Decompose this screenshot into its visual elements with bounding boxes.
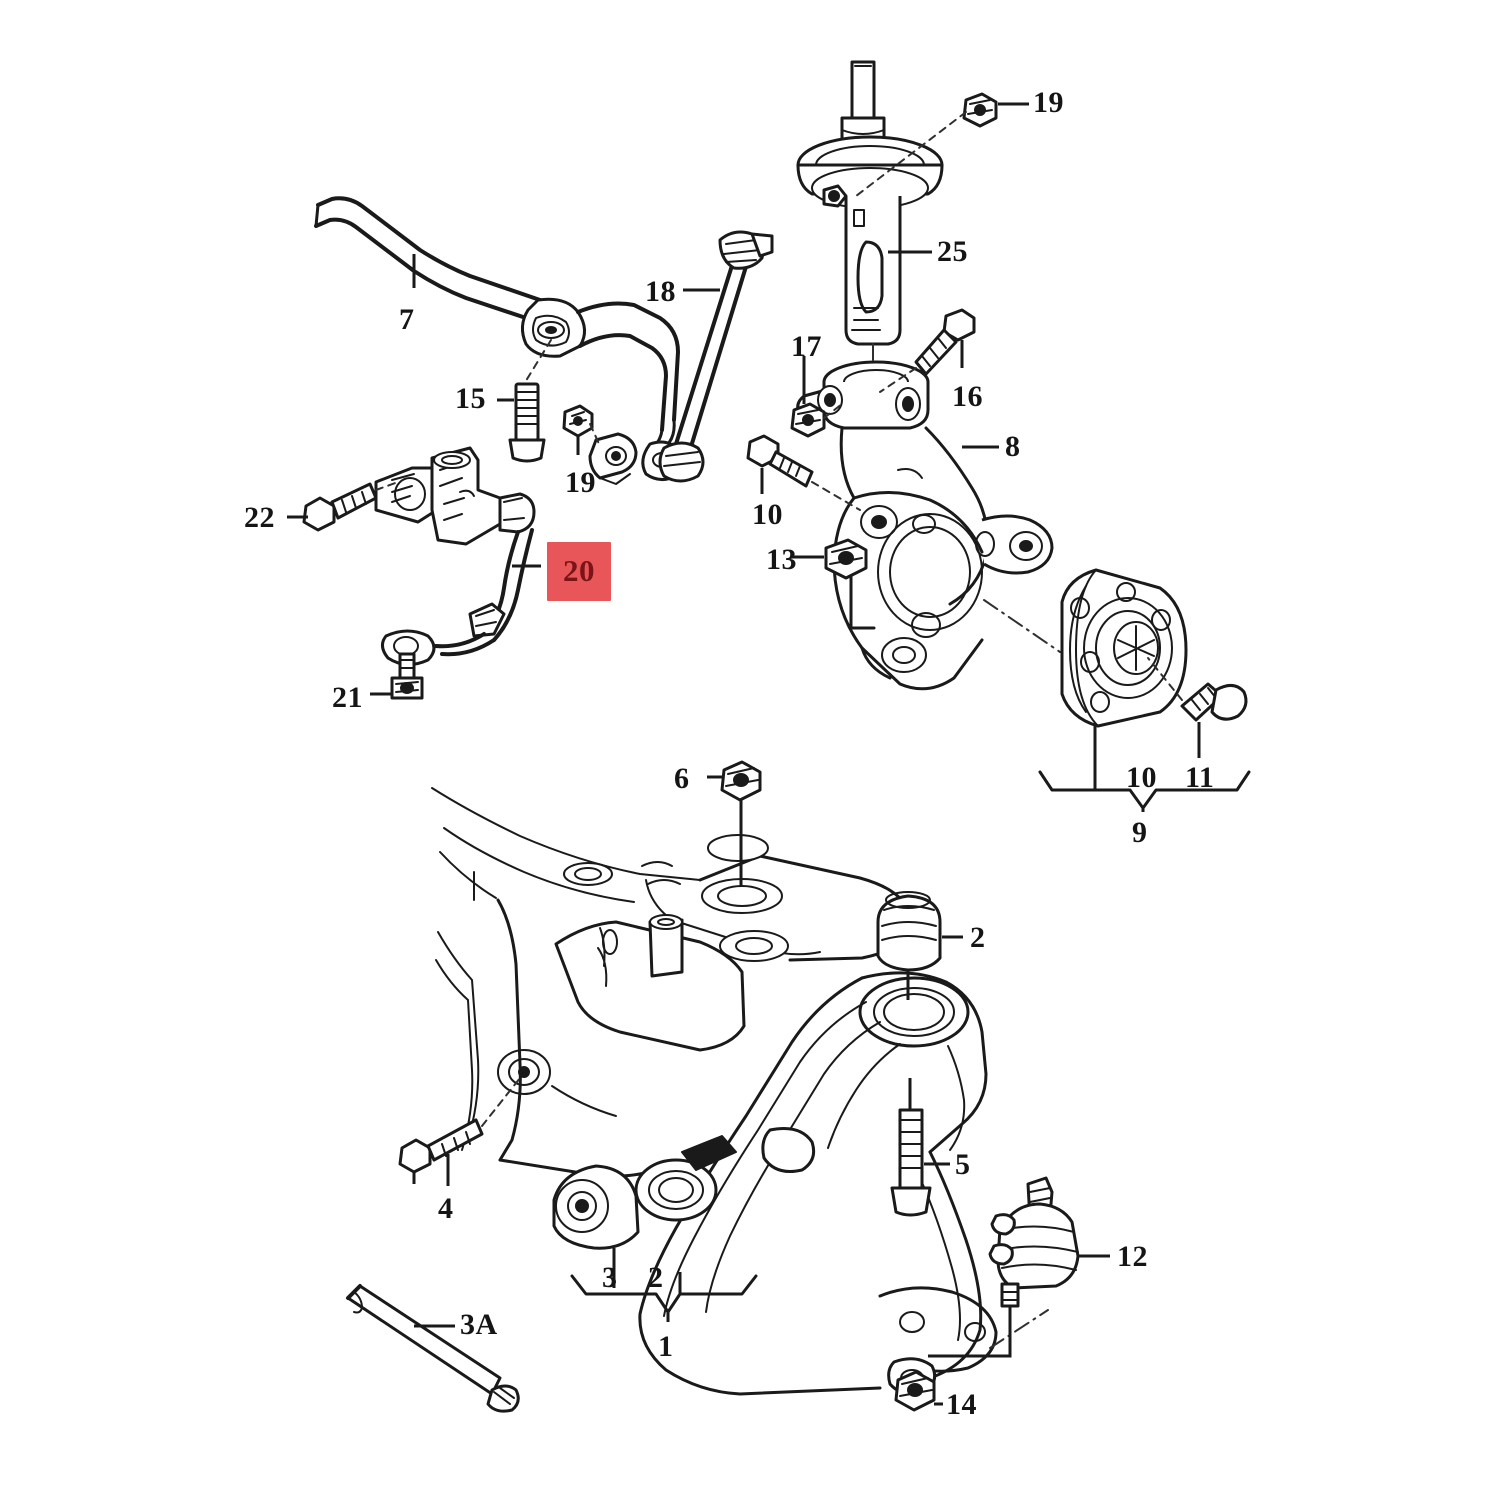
callout-17: 17 [791, 330, 822, 363]
callout-10-hub: 10 [1126, 761, 1157, 794]
ball-joint-12 [928, 1176, 1080, 1358]
callout-20-highlighted[interactable]: 20 [547, 542, 611, 601]
wheel-bearing-housing-group [796, 360, 1061, 691]
callout-7: 7 [399, 303, 415, 336]
callout-3A: 3A [460, 1308, 498, 1341]
wheel-hub-group [1038, 568, 1251, 812]
bolt-22 [302, 481, 399, 532]
callout-9: 9 [1132, 816, 1148, 849]
brake-line-bracket-group [374, 446, 536, 700]
bush-3-left [552, 1164, 640, 1288]
nut-19-stabilizer [562, 404, 601, 447]
callout-2-arm: 2 [648, 1261, 664, 1294]
bolt-5 [890, 1078, 932, 1217]
callout-1: 1 [658, 1330, 674, 1363]
callout-21: 21 [332, 681, 363, 714]
callout-14: 14 [946, 1388, 977, 1421]
callout-2-top: 2 [970, 921, 986, 954]
callout-10-bolt: 10 [752, 498, 783, 531]
lubricant-tube-3A [346, 1284, 520, 1413]
bolt-10-left [746, 434, 861, 511]
stabilizer-bar-group [314, 196, 683, 485]
bolt-16 [879, 308, 976, 393]
bracket-1 [570, 1272, 758, 1322]
nut-19-strut [855, 92, 998, 197]
subframe-group [431, 787, 908, 1178]
callout-6: 6 [674, 762, 690, 795]
stabilizer-bolt-15 [508, 339, 552, 463]
callout-4: 4 [438, 1192, 454, 1225]
callout-16: 16 [952, 380, 983, 413]
callout-19-strut: 19 [1033, 86, 1064, 119]
track-control-arm-group [634, 971, 1049, 1396]
shock-absorber-strut-group [796, 60, 944, 383]
callout-8: 8 [1005, 430, 1021, 463]
callout-15: 15 [455, 382, 486, 415]
callout-3: 3 [602, 1261, 618, 1294]
callout-25: 25 [937, 235, 968, 268]
nut-6 [720, 760, 762, 886]
callout-5: 5 [955, 1148, 971, 1181]
bush-2-top [876, 891, 942, 1000]
callout-13: 13 [766, 543, 797, 576]
callout-22: 22 [244, 501, 275, 534]
leader-lines [287, 102, 1110, 1406]
callout-19-stabilizer: 19 [565, 466, 596, 499]
callout-12: 12 [1117, 1240, 1148, 1273]
nut-17 [790, 356, 843, 438]
callout-11: 11 [1185, 761, 1215, 794]
bolt-4 [398, 1077, 521, 1186]
callout-18: 18 [645, 275, 676, 308]
coupling-rod-group [658, 230, 774, 483]
nut-13 [824, 538, 868, 580]
nut-14 [894, 1370, 936, 1412]
